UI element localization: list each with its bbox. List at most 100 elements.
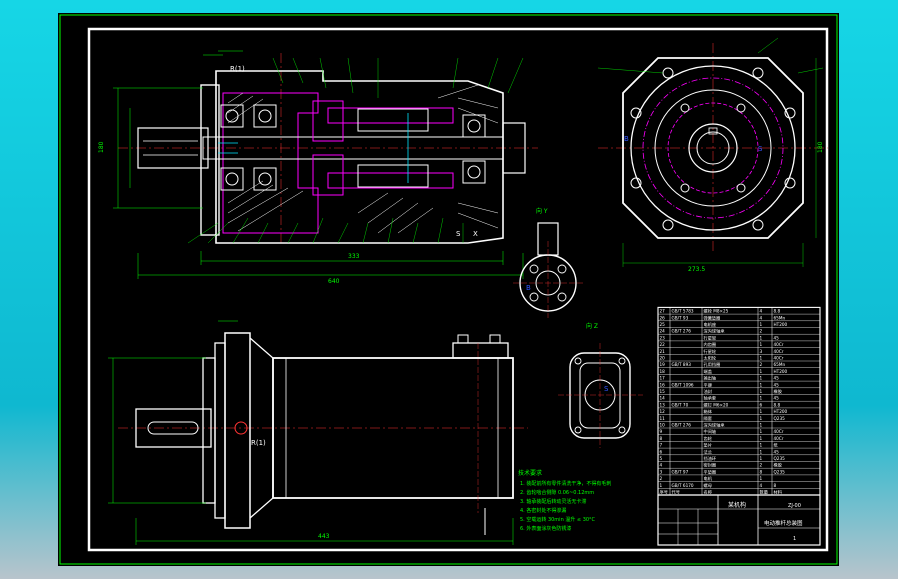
parts-list-cell: 20 (660, 356, 666, 361)
drawing-sheet: 333 640 180 R(1) S X 273.5 (58, 13, 839, 566)
title-drawing-no: ZJ-00 (788, 503, 801, 509)
parts-list-cell: 2 (760, 329, 763, 334)
parts-list-cell: GB/T 5783 (672, 309, 694, 314)
label-s-right: S (758, 145, 763, 153)
parts-list-cell: 40Cr (774, 356, 784, 361)
parts-list-cell: GB/T 276 (672, 423, 692, 428)
motor-body (272, 357, 514, 499)
parts-list-cell: 40Cr (774, 436, 784, 441)
parts-list-cell: GB/T 97 (672, 469, 689, 474)
parts-list-cell: GB/T 70 (672, 402, 689, 407)
parts-list-cell: 25 (660, 322, 666, 327)
r-label-bottom: R(1) (251, 439, 266, 447)
label-b-left: B (526, 284, 531, 292)
parts-list-cell: 电机 (704, 475, 713, 482)
dim-bottom-length: 443 (318, 533, 330, 540)
parts-list-cell: 隔套 (704, 415, 713, 422)
notes-heading: 技术要求 (518, 469, 542, 477)
parts-list-cell: 7 (660, 443, 663, 448)
parts-list-cell: 5 (660, 456, 663, 461)
parts-list-cell: 8.8 (774, 402, 781, 407)
parts-list-cell: 橡胶 (774, 462, 782, 469)
parts-list-cell: 9 (660, 429, 663, 434)
parts-list-header: 代号 (672, 489, 680, 496)
parts-list-cell: 3 (660, 469, 663, 474)
parts-list-cell: 1 (760, 429, 763, 434)
dim-overall-length: 640 (328, 278, 340, 285)
parts-list-cell: 挡油环 (704, 455, 717, 462)
parts-list-cell: Q235 (774, 469, 786, 474)
dim-right-view-width: 273.5 (688, 266, 705, 273)
parts-list-cell: HT200 (774, 409, 788, 414)
parts-list-cell: 箱体 (704, 408, 713, 415)
note-line-3: 4. 各密封处不得渗漏 (520, 507, 566, 514)
parts-list-cell: 3 (760, 349, 763, 354)
parts-list-cell: 2 (660, 476, 663, 481)
parts-list-cell: Q235 (774, 416, 786, 421)
parts-list-cell: 1 (760, 335, 763, 340)
title-block: 某机构 电动推杆总装图 ZJ-00 1 (657, 494, 821, 546)
view-z-label: 向 Z (586, 322, 598, 330)
parts-list-cell: 平键 (704, 381, 713, 388)
parts-list-cell: 1 (760, 416, 763, 421)
parts-list-cell: 11 (660, 416, 666, 421)
section-view: 333 640 180 R(1) S X (98, 50, 538, 285)
parts-list-cell: 纸 (774, 442, 779, 449)
parts-list-cell: 6 (660, 449, 663, 454)
parts-list-header: 数量 (760, 489, 768, 496)
parts-list-cell: 45 (774, 396, 780, 401)
parts-list-cell: 内齿圈 (704, 341, 717, 348)
parts-list-cell: 弹簧垫圈 (704, 314, 721, 321)
parts-list-cell: 45 (774, 376, 780, 381)
parts-list-cell: 17 (660, 376, 666, 381)
parts-list-cell: 6 (760, 402, 763, 407)
parts-list-cell: 螺钉 M6×20 (704, 401, 729, 408)
parts-list-cell: 太阳轮 (704, 355, 717, 362)
svg-text:S: S (604, 385, 609, 393)
parts-list-cell: 深沟球轴承 (704, 328, 726, 335)
parts-list-cell: GB/T 276 (672, 329, 692, 334)
dim-section-length: 333 (348, 253, 360, 260)
parts-list-cell: 1 (660, 483, 663, 488)
parts-list-cell: 1 (760, 436, 763, 441)
parts-list-cell: 齿轮 (704, 435, 713, 442)
parts-list-cell: 电机座 (704, 321, 717, 328)
parts-list-cell: 26 (660, 315, 666, 320)
parts-list-cell: GB/T 93 (672, 315, 689, 320)
view-y-label: 向 Y (536, 207, 548, 215)
parts-list-cell: 垫片 (704, 442, 712, 449)
parts-list-cell: 平垫圈 (704, 468, 717, 475)
flange (200, 84, 220, 236)
parts-list-cell: 4 (760, 483, 763, 488)
parts-list-cell: 40Cr (774, 342, 784, 347)
parts-list-cell: 螺栓 M8×25 (704, 308, 729, 315)
inner-border (87, 27, 829, 552)
parts-list-cell: GB/T 1096 (672, 382, 694, 387)
output-shaft (137, 127, 209, 169)
parts-list-cell: 10 (660, 423, 666, 428)
parts-list-cell: 轴承套 (704, 395, 717, 402)
parts-list-cell: 1 (760, 443, 763, 448)
housing-outline (215, 70, 504, 244)
parts-list-cell: 孔用挡圈 (704, 361, 721, 368)
parts-list-cell: 45 (774, 382, 780, 387)
parts-list-cell: 23 (660, 335, 666, 340)
parts-list-cell: 1 (760, 476, 763, 481)
parts-list-cell: 1 (760, 456, 763, 461)
note-line-2: 3. 轴承装配后转动灵活无卡滞 (520, 498, 586, 505)
parts-list-cell: 深沟球轴承 (704, 422, 726, 429)
parts-list-cell: 13 (660, 402, 666, 407)
elevation-shaft (135, 408, 212, 448)
parts-list-cell: HT200 (774, 322, 788, 327)
parts-list-cell: 16 (660, 382, 666, 387)
note-line-5: 6. 外表面涂灰色防锈漆 (520, 525, 571, 532)
parts-list-cell: 1 (760, 396, 763, 401)
parts-list-cell: 橡胶 (774, 388, 782, 395)
parts-list-cell: 1 (760, 389, 763, 394)
parts-list-cell: 24 (660, 329, 666, 334)
parts-list-cell: 1 (760, 409, 763, 414)
parts-list-cell: 1 (760, 423, 763, 428)
parts-list-cell: 40Cr (774, 349, 784, 354)
technical-notes: 技术要求 1. 装配前所有零件清洗干净，不得有毛刺 2. 齿轮啮合侧隙 0.06… (518, 469, 611, 532)
